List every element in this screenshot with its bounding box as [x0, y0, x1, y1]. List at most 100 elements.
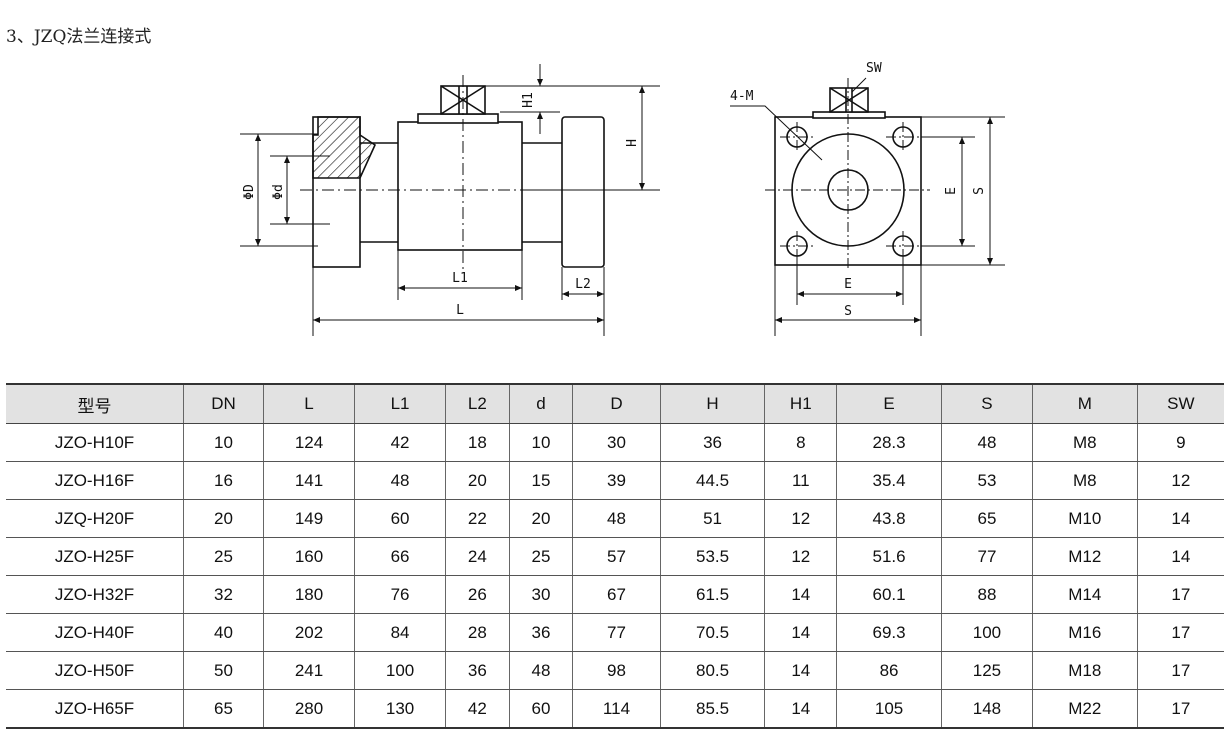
table-header-row: 型号 DN L L1 L2 d D H H1 E S M SW [6, 383, 1224, 424]
stem-plate [417, 113, 499, 124]
table-cell: 24 [445, 537, 510, 576]
valve-technical-drawing: ΦD Φd L L1 L2 H1 H [240, 61, 1005, 336]
table-cell: 9 [1136, 423, 1224, 462]
table-cell: 53.5 [659, 537, 765, 576]
table-cell: JZO-H16F [6, 461, 184, 500]
table-cell: 36 [659, 423, 765, 462]
table-cell: 15 [508, 461, 573, 500]
dim-label-L: L [456, 303, 464, 318]
table-cell: M14 [1031, 575, 1138, 614]
col-header-D: D [572, 383, 661, 424]
table-cell: 20 [445, 461, 510, 500]
col-header-h1: H1 [764, 383, 837, 424]
col-header-sw: SW [1136, 383, 1224, 424]
table-cell: JZQ-H20F [6, 499, 184, 538]
table-cell: 17 [1136, 689, 1224, 729]
table-cell: JZO-H65F [6, 689, 184, 729]
dim-label-phid: Φd [271, 184, 286, 200]
table-cell: 50 [183, 651, 264, 690]
table-cell: 14 [764, 689, 837, 729]
table-cell: 20 [508, 499, 573, 538]
table-cell: M18 [1031, 651, 1138, 690]
table-cell: 148 [940, 689, 1033, 729]
table-cell: 28 [445, 613, 510, 652]
table-cell: 202 [262, 613, 355, 652]
table-cell: JZO-H50F [6, 651, 184, 690]
col-header-l1: L1 [354, 383, 446, 424]
dim-label-E-vertical: E [944, 187, 959, 195]
table-cell: 11 [764, 461, 837, 500]
dim-label-phiD: ΦD [242, 184, 257, 200]
table-cell: JZO-H10F [6, 423, 184, 462]
table-cell: M10 [1031, 499, 1138, 538]
specification-table: 型号 DN L L1 L2 d D H H1 E S M SW JZO-H10F… [6, 383, 1224, 729]
table-cell: 18 [445, 423, 510, 462]
table-cell: 17 [1136, 651, 1224, 690]
table-cell: 130 [354, 689, 446, 729]
table-cell: 48 [572, 499, 661, 538]
table-cell: 124 [262, 423, 355, 462]
label-4M: 4-M [730, 89, 754, 104]
col-header-h: H [659, 383, 765, 424]
table-cell: 125 [940, 651, 1033, 690]
dim-label-E: E [844, 277, 852, 292]
table-cell: 14 [764, 575, 837, 614]
table-cell: M16 [1031, 613, 1138, 652]
col-header-dn: DN [183, 383, 264, 424]
table-cell: M8 [1031, 423, 1138, 462]
dim-label-S-vertical: S [972, 187, 987, 195]
table-cell: 30 [508, 575, 573, 614]
table-cell: 48 [508, 651, 573, 690]
table-cell: 86 [836, 651, 942, 690]
dim-label-H1: H1 [521, 92, 536, 108]
table-cell: 12 [764, 499, 837, 538]
section-heading: 3、JZQ法兰连接式 [6, 27, 152, 47]
label-SW: SW [866, 61, 882, 76]
table-cell: 35.4 [836, 461, 942, 500]
table-cell: 114 [572, 689, 661, 729]
table-cell: 88 [940, 575, 1033, 614]
table-cell: 25 [183, 537, 264, 576]
side-view [312, 85, 605, 268]
table-cell: JZO-H25F [6, 537, 184, 576]
table-cell: 65 [183, 689, 264, 729]
table-cell: 8 [764, 423, 837, 462]
table-cell: 280 [262, 689, 355, 729]
table-cell: M22 [1031, 689, 1138, 729]
table-cell: JZO-H40F [6, 613, 184, 652]
col-header-s: S [940, 383, 1033, 424]
dim-label-H: H [625, 139, 640, 147]
table-cell: 57 [572, 537, 661, 576]
table-cell: 30 [572, 423, 661, 462]
col-header-d: d [508, 383, 573, 424]
table-cell: 48 [354, 461, 446, 500]
table-cell: 36 [508, 613, 573, 652]
table-cell: 26 [445, 575, 510, 614]
col-header-e: E [836, 383, 942, 424]
table-cell: 149 [262, 499, 355, 538]
table-cell: 85.5 [659, 689, 765, 729]
table-cell: 60 [508, 689, 573, 729]
table-cell: 28.3 [836, 423, 942, 462]
dim-label-S: S [844, 304, 852, 319]
table-cell: 48 [940, 423, 1033, 462]
table-cell: 98 [572, 651, 661, 690]
table-cell: 100 [940, 613, 1033, 652]
table-cell: 61.5 [659, 575, 765, 614]
valve-body [397, 121, 523, 251]
table-cell: 77 [940, 537, 1033, 576]
table-cell: 16 [183, 461, 264, 500]
table-cell: M8 [1031, 461, 1138, 500]
table-cell: 65 [940, 499, 1033, 538]
table-cell: 69.3 [836, 613, 942, 652]
table-cell: 14 [1136, 537, 1224, 576]
table-cell: 39 [572, 461, 661, 500]
table-cell: 80.5 [659, 651, 765, 690]
table-cell: 70.5 [659, 613, 765, 652]
table-cell: 42 [354, 423, 446, 462]
